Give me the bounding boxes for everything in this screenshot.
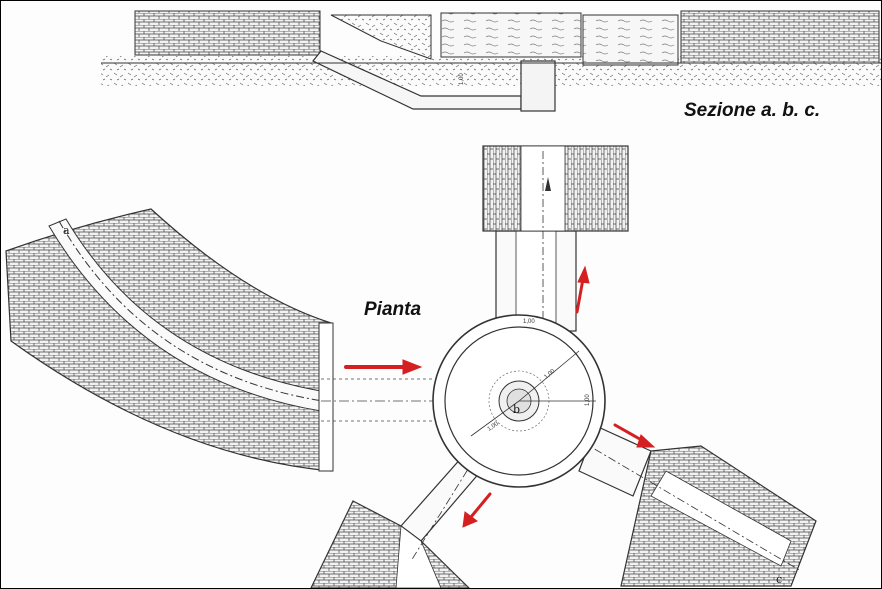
chamber-shaft — [520, 60, 556, 112]
water-reservoir — [440, 12, 582, 58]
right-outlet-channel — [578, 425, 817, 587]
section-dimension: 1,00 — [459, 73, 465, 85]
left-curved-conduit — [5, 208, 334, 472]
top-outlet-channel — [482, 145, 629, 332]
point-label-a: a — [63, 224, 70, 237]
lower-left-masonry-block — [310, 500, 470, 588]
central-chamber: 1,00 1,00 1,00 1,00 — [432, 314, 606, 488]
right-wall-block — [680, 10, 880, 64]
flow-arrows — [344, 265, 656, 528]
section-elevation: 1,00 — [101, 10, 881, 112]
outflow-arrow-down-left-icon — [462, 492, 492, 528]
outflow-arrow-up-icon — [575, 265, 590, 314]
chamber-dimension-3: 1,00 — [585, 394, 591, 406]
conduit-outlet — [318, 322, 334, 472]
hatched-embankment — [330, 14, 432, 60]
left-outlet-channel — [310, 415, 502, 588]
inflow-arrow-icon — [344, 359, 423, 375]
section-caption: Sezione a. b. c. — [684, 100, 821, 121]
point-label-b: b — [513, 403, 520, 416]
left-wall-block — [134, 10, 321, 56]
channel-dimension: 1,00 — [523, 319, 535, 325]
plan-caption: Pianta — [364, 299, 422, 320]
point-label-c: c — [776, 573, 782, 586]
water-right — [582, 14, 679, 66]
chamber-dimension-2: 1,00 — [487, 421, 501, 433]
outflow-arrow-right-icon — [613, 423, 656, 448]
